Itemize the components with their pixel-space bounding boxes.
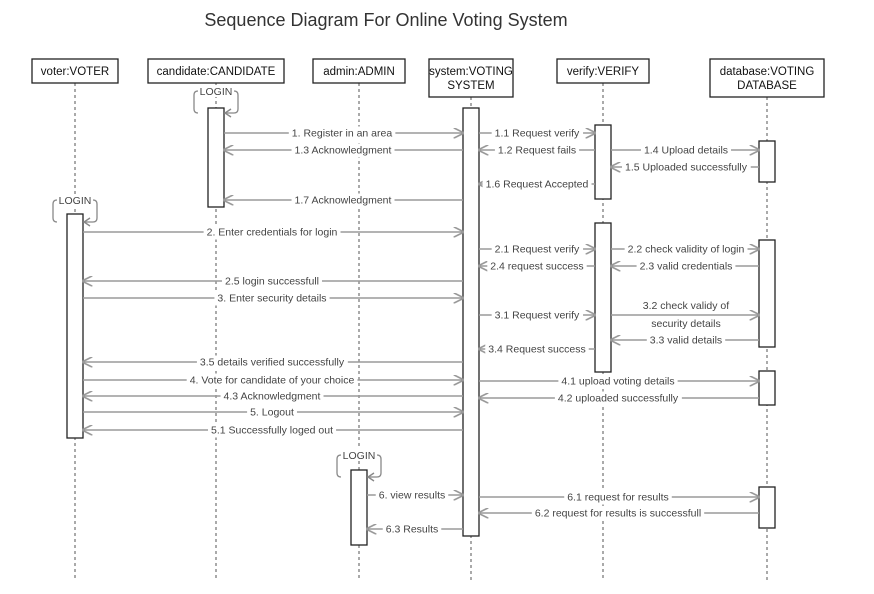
message: 1.5 Uploaded successfully [611, 160, 759, 175]
participant-box-admin [312, 58, 406, 84]
message: 1. Register in an area [224, 126, 463, 141]
message-label: 1.2 Request fails [498, 145, 576, 157]
self-call-label: LOGIN [200, 86, 233, 98]
message-label: 5. Logout [250, 407, 294, 419]
self-call-candidate: LOGIN [193, 85, 239, 118]
message-label: 1.1 Request verify [495, 128, 580, 140]
self-call-admin: LOGIN [336, 449, 382, 482]
message-label: 1. Register in an area [292, 128, 393, 140]
message-label: 6.1 request for results [567, 492, 669, 504]
message-label: 2. Enter credentials for login [207, 227, 338, 239]
message: 1.3 Acknowledgment [224, 143, 463, 158]
participant-admin: admin:ADMIN [312, 58, 406, 84]
message-label: 3.2 check validy of [643, 300, 729, 312]
message: 4.1 upload voting details [479, 374, 759, 389]
message-label: 1.5 Uploaded successfully [625, 162, 748, 174]
participant-box-system [428, 58, 514, 98]
message: 2.5 login successfull [83, 274, 463, 289]
message-label: 2.1 Request verify [495, 244, 580, 256]
message: 5. Logout [83, 405, 463, 420]
message-label: 1.6 Request Accepted [486, 179, 589, 191]
message-label: 6. view results [379, 490, 446, 502]
self-call-voter: LOGIN [52, 194, 98, 227]
message-label: 6.3 Results [386, 524, 439, 536]
participant-label-database: database:VOTING [720, 66, 815, 78]
message: 4.2 uploaded successfully [479, 391, 759, 406]
message: 5.1 Successfully loged out [83, 423, 463, 438]
self-call-label: LOGIN [59, 195, 92, 207]
message: 6. view results [367, 488, 463, 503]
message-label: 3. Enter security details [217, 293, 326, 305]
message-label: 3.1 Request verify [495, 310, 580, 322]
participant-label-admin: admin:ADMIN [323, 66, 395, 78]
diagram-title: Sequence Diagram For Online Voting Syste… [204, 10, 568, 30]
message: 4. Vote for candidate of your choice [83, 373, 463, 388]
message-label: security details [651, 318, 720, 330]
participant-box-verify [556, 58, 650, 84]
message: 1.7 Acknowledgment [224, 193, 463, 208]
participant-box-database [709, 58, 825, 98]
participant-box-candidate [147, 58, 285, 84]
message: 6.2 request for results is successfull [479, 506, 759, 521]
activation-bar-verify [594, 222, 612, 373]
message: 6.3 Results [367, 522, 463, 537]
activation-bar-database [758, 370, 776, 406]
self-call-label: LOGIN [343, 450, 376, 462]
message: 2.4 request success [479, 259, 595, 274]
activation-bar-verify [594, 124, 612, 200]
message: 3. Enter security details [83, 291, 463, 306]
participant-database: database:VOTING DATABASE [709, 58, 825, 98]
message-label: 3.5 details verified successfully [200, 357, 345, 369]
message: 2.2 check validity of login [611, 242, 759, 257]
message-label: 2.2 check validity of login [628, 244, 745, 256]
message-label: 5.1 Successfully loged out [211, 425, 333, 437]
participant-label-candidate: candidate:CANDIDATE [157, 66, 276, 78]
message-label: 4. Vote for candidate of your choice [190, 375, 355, 387]
participant-label-system: SYSTEM [447, 80, 494, 92]
message: 1.1 Request verify [479, 126, 595, 141]
participant-label-verify: verify:VERIFY [567, 66, 640, 78]
participant-label-database: DATABASE [737, 80, 797, 92]
participant-label-voter: voter:VOTER [41, 66, 109, 78]
message-label: 6.2 request for results is successfull [535, 508, 701, 520]
participant-box-voter [31, 58, 119, 84]
message: 3.4 Request success [479, 342, 595, 357]
message: 3.1 Request verify [479, 308, 595, 323]
activation-bar-candidate [207, 107, 225, 208]
participant-system: system:VOTING SYSTEM [428, 58, 514, 98]
activation-bar-database [758, 239, 776, 348]
message: 1.2 Request fails [479, 143, 595, 158]
message: 3.5 details verified successfully [83, 355, 463, 370]
message: 2.3 valid credentials [611, 259, 759, 274]
message-label: 1.7 Acknowledgment [295, 195, 392, 207]
message: 6.1 request for results [479, 490, 759, 505]
message: 1.4 Upload details [611, 143, 759, 158]
message-label: 4.2 uploaded successfully [558, 393, 679, 405]
message-label: 1.3 Acknowledgment [295, 145, 392, 157]
activation-bar-database [758, 140, 776, 183]
message: 3.3 valid details [611, 333, 759, 348]
message-label: 1.4 Upload details [644, 145, 728, 157]
activation-bar-system [462, 107, 480, 537]
message: 2. Enter credentials for login [83, 225, 463, 240]
message: 1.6 Request Accepted [479, 177, 595, 192]
participant-verify: verify:VERIFY [556, 58, 650, 84]
activation-bar-database [758, 486, 776, 529]
message: 3.2 check validy of security details [611, 300, 759, 330]
participant-voter: voter:VOTER [31, 58, 119, 84]
message-label: 3.4 Request success [488, 344, 585, 356]
activation-bar-voter [66, 213, 84, 439]
participant-candidate: candidate:CANDIDATE [147, 58, 285, 84]
message: 4.3 Acknowledgment [83, 389, 463, 404]
participant-label-system: system:VOTING [429, 66, 513, 78]
message-label: 4.1 upload voting details [561, 376, 674, 388]
message-label: 4.3 Acknowledgment [224, 391, 321, 403]
message-label: 2.3 valid credentials [640, 261, 733, 273]
message-label: 2.5 login successfull [225, 276, 319, 288]
message-label: 2.4 request success [490, 261, 583, 273]
message: 2.1 Request verify [479, 242, 595, 257]
message-label: 3.3 valid details [650, 335, 722, 347]
activation-bar-admin [350, 469, 368, 546]
